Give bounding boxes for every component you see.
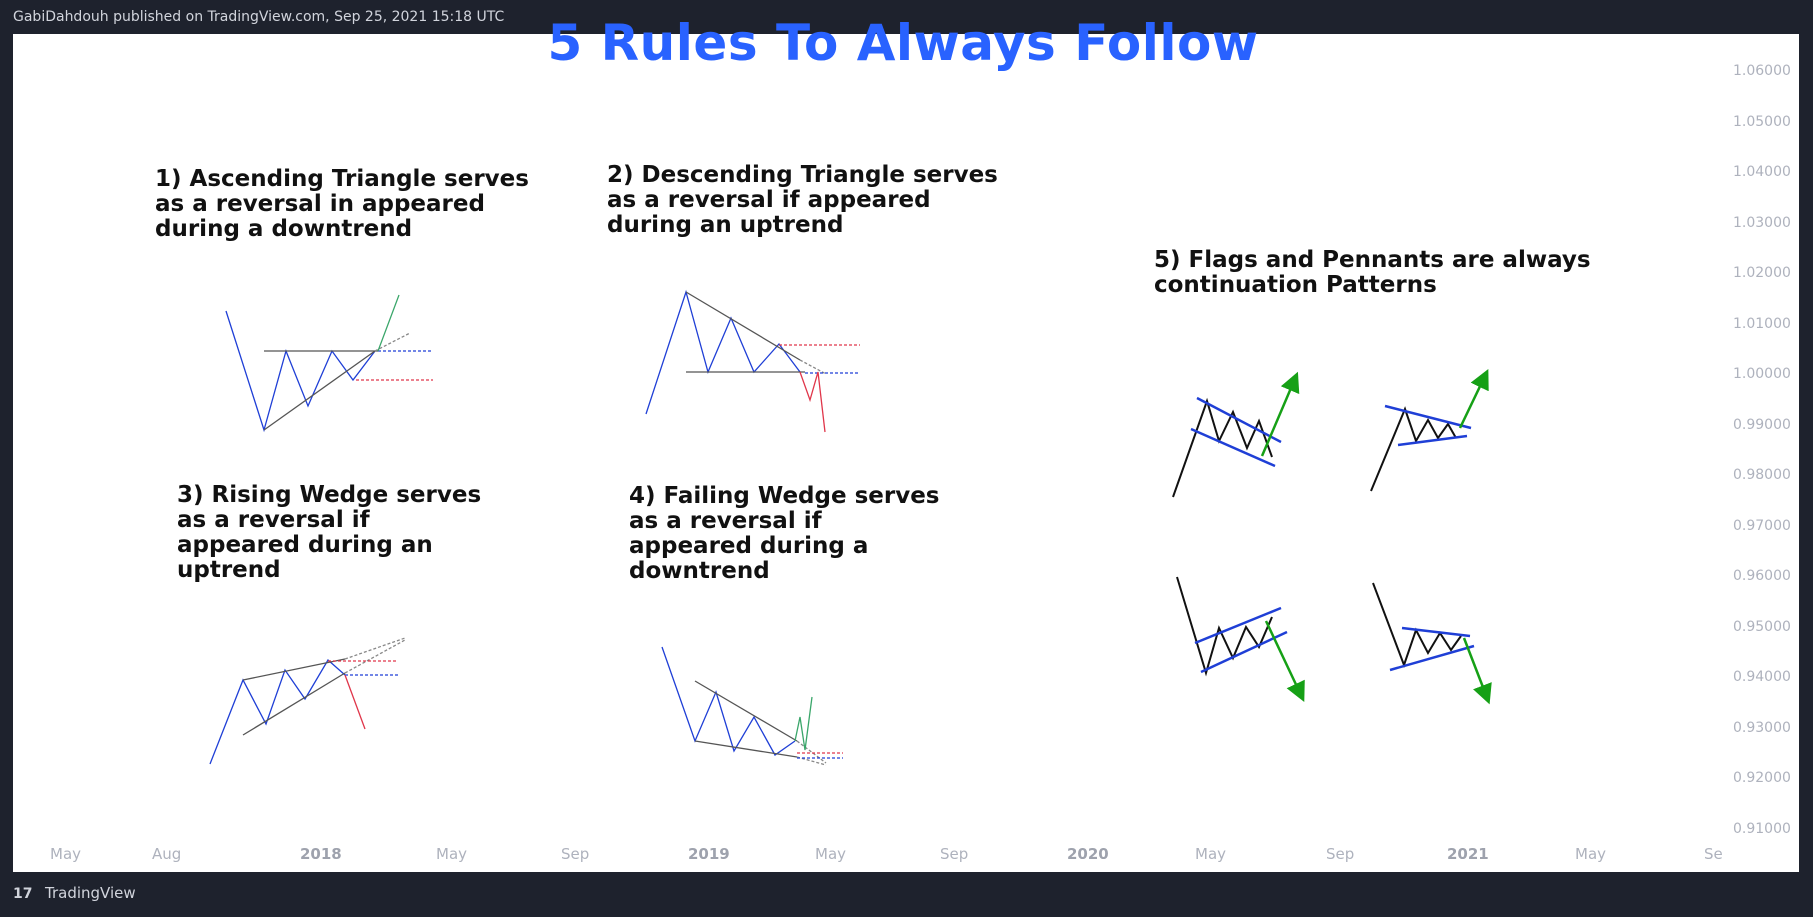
falling-wedge-upper-line	[694, 680, 798, 742]
rising-wedge-drawing	[209, 637, 406, 765]
bullish-pennant-price-path	[1370, 406, 1457, 492]
publisher-text: GabiDahdouh published on TradingView.com…	[13, 9, 505, 25]
y-tick: 1.00000	[1733, 366, 1791, 382]
x-tick: Se	[1704, 845, 1723, 863]
bullish-flag-drawing	[1172, 371, 1300, 498]
bullish-flag-lower-line	[1190, 427, 1276, 468]
falling-wedge-breakout	[794, 696, 813, 751]
x-tick: May	[1575, 845, 1607, 863]
bullish-pennant-upper-line	[1384, 404, 1472, 430]
rising-wedge-price-path	[209, 658, 346, 765]
x-tick: May	[1195, 845, 1227, 863]
y-tick: 0.92000	[1733, 770, 1791, 786]
chart-title: 5 Rules To Always Follow	[547, 14, 1259, 72]
brand-name: TradingView	[45, 884, 136, 902]
ascending-triangle-drawing	[225, 294, 433, 433]
falling-wedge-lower-line	[694, 740, 798, 758]
bearish-pennant-drawing	[1372, 582, 1492, 705]
x-tick: 2019	[688, 845, 730, 863]
y-tick: 0.97000	[1733, 518, 1791, 534]
y-tick: 1.05000	[1733, 114, 1791, 130]
tradingview-logo-icon: 17	[13, 886, 32, 900]
y-tick: 1.04000	[1733, 164, 1791, 180]
ascending-triangle-price-path	[225, 310, 376, 433]
bearish-flag-drawing	[1176, 576, 1305, 703]
y-tick: 1.06000	[1733, 63, 1791, 79]
y-tick: 0.95000	[1733, 619, 1791, 635]
x-tick: May	[436, 845, 468, 863]
rule-2-descending-triangle: 2) Descending Triangle serves as a rever…	[607, 162, 998, 238]
publish-header: GabiDahdouh published on TradingView.com…	[0, 0, 1813, 34]
bearish-flag-lower-line	[1200, 630, 1288, 674]
y-tick: 0.96000	[1733, 568, 1791, 584]
ascending-triangle-support	[263, 350, 376, 431]
price-axis[interactable]: 1.06000 1.05000 1.04000 1.03000 1.02000 …	[1716, 34, 1796, 872]
rule-3-rising-wedge: 3) Rising Wedge serves as a reversal if …	[177, 482, 482, 583]
bearish-flag-breakdown-arrow	[1264, 620, 1305, 703]
chart-canvas[interactable]	[13, 34, 1799, 872]
y-tick: 0.94000	[1733, 669, 1791, 685]
descending-triangle-price-path	[645, 289, 801, 415]
bearish-pennant-breakdown-arrow	[1462, 637, 1492, 705]
x-tick: May	[815, 845, 847, 863]
bearish-flag-price-path	[1176, 576, 1273, 677]
descending-triangle-resistance	[685, 291, 801, 361]
x-tick: 2020	[1067, 845, 1109, 863]
x-tick: 2018	[300, 845, 342, 863]
y-tick: 1.01000	[1733, 316, 1791, 332]
tradingview-brand[interactable]: 17 TradingView	[13, 884, 136, 902]
rising-wedge-lower-ext	[344, 639, 406, 674]
x-tick: Sep	[561, 845, 590, 863]
x-tick: Sep	[940, 845, 969, 863]
bullish-flag-breakout-arrow	[1260, 371, 1300, 457]
rule-1-ascending-triangle: 1) Ascending Triangle serves as a revers…	[155, 166, 529, 242]
y-tick: 0.91000	[1733, 821, 1791, 837]
svg-text:17: 17	[13, 886, 32, 900]
falling-wedge-drawing	[661, 646, 843, 766]
falling-wedge-upper-ext	[796, 740, 827, 764]
y-tick: 0.93000	[1733, 720, 1791, 736]
y-tick: 0.99000	[1733, 417, 1791, 433]
bearish-pennant-lower-line	[1389, 644, 1475, 672]
rule-4-falling-wedge: 4) Failing Wedge serves as a reversal if…	[629, 483, 940, 584]
bearish-flag-upper-line	[1194, 606, 1282, 645]
bullish-flag-price-path	[1172, 397, 1273, 498]
falling-wedge-lower-ext	[796, 756, 827, 766]
rising-wedge-upper-ext	[344, 637, 406, 660]
bullish-pennant-drawing	[1370, 368, 1489, 492]
x-tick: Sep	[1326, 845, 1355, 863]
bullish-pennant-lower-line	[1397, 434, 1468, 447]
rule-5-flags-pennants: 5) Flags and Pennants are always continu…	[1154, 247, 1591, 298]
bullish-flag-upper-line	[1196, 396, 1282, 444]
bearish-pennant-upper-line	[1401, 626, 1471, 638]
rising-wedge-lower-line	[242, 672, 346, 736]
ascending-triangle-support-ext	[374, 332, 411, 352]
descending-triangle-breakdown	[799, 371, 826, 433]
x-tick: May	[50, 845, 82, 863]
y-tick: 1.02000	[1733, 265, 1791, 281]
bullish-pennant-breakout-arrow	[1458, 368, 1489, 429]
x-tick: Aug	[152, 845, 182, 863]
ascending-triangle-breakout	[377, 294, 400, 352]
rising-wedge-upper-line	[242, 658, 346, 681]
y-tick: 0.98000	[1733, 467, 1791, 483]
y-tick: 1.03000	[1733, 215, 1791, 231]
descending-triangle-drawing	[645, 289, 860, 433]
rising-wedge-breakdown	[344, 674, 366, 730]
x-tick: 2021	[1447, 845, 1489, 863]
